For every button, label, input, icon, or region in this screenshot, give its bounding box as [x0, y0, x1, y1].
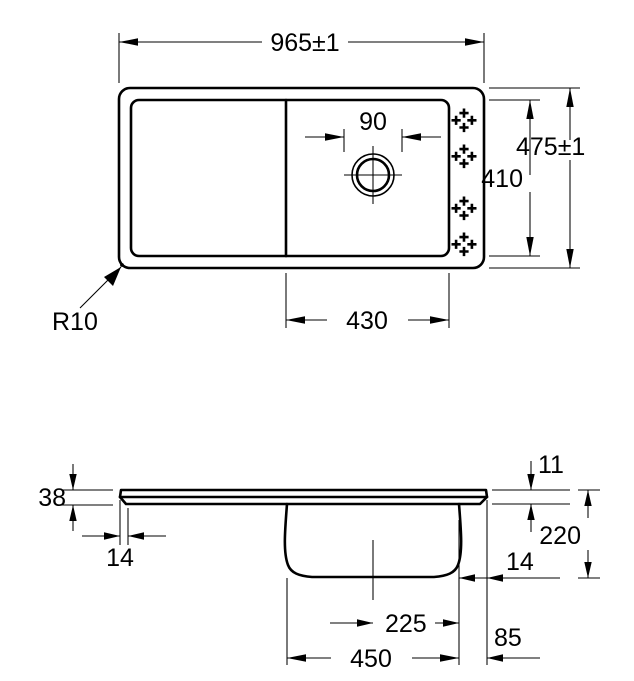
- tap-hole-mark-3: [451, 196, 477, 221]
- arrowhead-bottom: [527, 504, 535, 520]
- dimension-bowl-width: 430: [285, 273, 450, 335]
- arrowhead-right: [128, 532, 144, 540]
- dimension-overall-depth: 475±1: [489, 87, 585, 269]
- dimension-bowl-wall-offset: 14: [458, 500, 560, 590]
- dimension-overall-width: 965±1: [118, 29, 485, 83]
- dimension-bowl-depth: 220: [539, 489, 600, 579]
- dim-label-bowl-width: 430: [346, 307, 388, 335]
- arrowhead-left: [286, 316, 305, 324]
- tap-hole-mark-1: [451, 108, 477, 133]
- dim-label-inner-depth: 410: [481, 165, 523, 193]
- arrowhead-right: [443, 619, 459, 627]
- arrowhead-left: [104, 532, 120, 540]
- arrowhead-top: [69, 474, 77, 490]
- arrowhead-bottom: [566, 249, 574, 268]
- dim-label-overall-width: 965±1: [270, 29, 339, 57]
- arrowhead-right: [487, 574, 503, 582]
- arrowhead-top: [566, 88, 574, 107]
- callout-corner-radius: R10: [52, 266, 122, 336]
- dim-label-rim-thickness-right: 11: [538, 451, 564, 479]
- dim-label-rim-height: 38: [38, 484, 66, 512]
- sink-outer-body: [117, 86, 486, 270]
- arrowhead-right: [440, 654, 459, 662]
- arrowhead-top: [526, 100, 534, 119]
- dim-label-bowl-bottom-center: 225: [385, 610, 427, 638]
- drain-hole: [344, 146, 402, 204]
- arrowhead-left: [459, 574, 475, 582]
- arrowhead-bottom: [69, 505, 77, 521]
- dimension-right-edge-offset: 85: [486, 590, 540, 665]
- dimension-inner-depth: 410: [481, 99, 540, 257]
- dim-label-right-edge-offset: 85: [494, 624, 522, 652]
- dim-label-overall-depth: 475±1: [516, 133, 585, 161]
- corner-radius-point: [120, 263, 124, 267]
- arrowhead-top: [584, 490, 592, 506]
- dim-label-bowl-wall-offset: 14: [506, 548, 534, 576]
- arrowhead-r10: [104, 267, 121, 286]
- dim-label-corner-radius: R10: [52, 308, 98, 336]
- tap-hole-marks: [451, 108, 477, 257]
- plan-view-group: 965±1 90 475±1: [52, 29, 585, 336]
- sink-rim-underside: [118, 495, 489, 506]
- arrowhead-bottom: [584, 562, 592, 578]
- dim-label-bowl-depth: 220: [539, 522, 581, 550]
- dimension-rim-height: 38: [38, 464, 113, 531]
- arrowhead-right: [402, 133, 421, 141]
- arrowhead-left: [119, 38, 138, 46]
- dim-label-bowl-bottom-width: 450: [350, 645, 392, 673]
- dimension-rim-edge-width: 14: [82, 500, 166, 572]
- sink-rim-top: [118, 488, 489, 499]
- dimension-bowl-bottom-center: 225: [286, 578, 460, 665]
- arrowhead-right: [465, 38, 484, 46]
- drain-outer-circle: [351, 153, 395, 197]
- dimension-drain-offset: 90: [305, 108, 441, 152]
- dim-label-rim-edge-width: 14: [106, 544, 134, 572]
- tap-hole-mark-4: [451, 232, 477, 257]
- arrowhead-top: [527, 474, 535, 490]
- dimension-rim-thickness-right: 11: [492, 451, 570, 532]
- arrowhead-left: [487, 654, 503, 662]
- arrowhead-left: [287, 654, 306, 662]
- tap-hole-mark-2: [451, 144, 477, 169]
- dimension-bowl-bottom-width: 450: [287, 645, 459, 673]
- arrowhead-bottom: [526, 237, 534, 256]
- arrowhead-left: [325, 133, 344, 141]
- arrowhead-left: [357, 619, 373, 627]
- arrowhead-right: [430, 316, 449, 324]
- dim-label-drain-offset: 90: [359, 108, 387, 136]
- drain-inner-circle: [355, 157, 391, 193]
- sink-inner-recess: [129, 98, 451, 258]
- section-view-group: 38 14 11: [38, 451, 600, 673]
